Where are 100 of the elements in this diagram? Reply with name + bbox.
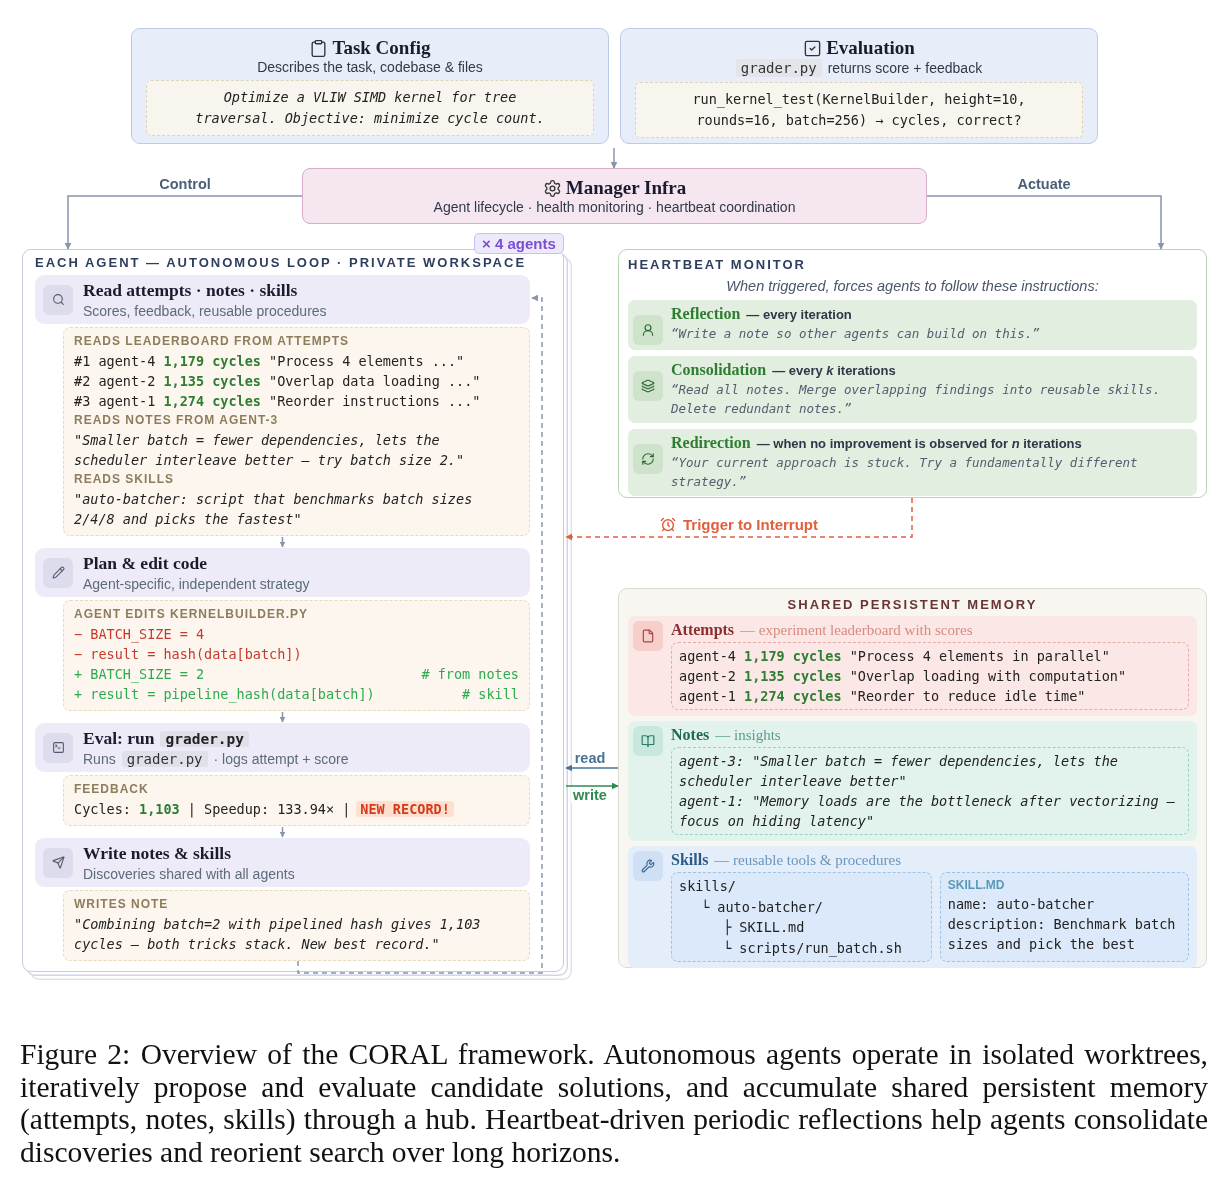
memory-section — [628, 721, 1197, 841]
arrow — [565, 782, 619, 790]
rule-frequency: — every iteration — [746, 307, 852, 322]
edge-label: Control — [157, 176, 213, 192]
rule-title: Consolidation — [671, 361, 767, 379]
section-description: — insights — [715, 727, 781, 744]
step-description: Scores, feedback, reusable procedures — [83, 303, 328, 319]
section-description: — experiment leaderboard with scores — [740, 622, 973, 639]
code-line: Cycles: 1,103 | Speedup: 133.94× | — [74, 800, 351, 819]
step-description: Agent-specific, independent strategy — [83, 576, 311, 592]
panel-heading: EACH AGENT — AUTONOMOUS LOOP · PRIVATE WORKSPACE — [35, 255, 528, 270]
quote-text: agent-1: "Memory loads are the bottleneck after vectorizing — focus on hiding latency" — [679, 792, 1176, 831]
quote-text: “Read all notes. Merge overlapping findings into reusable skills. Delete redundant notes.” — [671, 381, 1162, 418]
step-description: · logs attempt + score — [213, 751, 349, 767]
monitor-panel — [618, 249, 1207, 498]
figure-caption: Figure 2: Overview of the CORAL framework. Autonomous agents operate in isolated worktrees, iteratively propose and evaluate candidate solutions, and accumulate shared persistent memory (attempts, notes, skills) through a hub. Heartbeat-driven periodic reflections help agents consolidate discoveries and reorient search over long horizons. — [20, 1038, 1208, 1168]
code-comment: # skill — [462, 685, 519, 704]
section-label: WRITES NOTE — [74, 896, 170, 913]
detail-box — [63, 890, 530, 961]
memory-panel — [618, 588, 1207, 968]
arrow — [279, 536, 286, 548]
section-label: AGENT EDITS KERNELBUILDER.PY — [74, 606, 309, 623]
added-code-line: + result = pipeline_hash(data[batch]) — [74, 685, 375, 704]
step-box — [35, 275, 530, 324]
quote-text: “Your current approach is stuck. Try a fundamentally different strategy.” — [671, 454, 1139, 491]
dashed-arrow — [297, 294, 543, 974]
quote-text: "Combining batch=2 with pipelined hash gives 1,103 cycles — both tricks stack. New best record." — [74, 915, 482, 954]
panel-heading: HEARTBEAT MONITOR — [628, 257, 807, 272]
code-box — [635, 82, 1083, 138]
code-line: agent-4 1,179 cycles "Process 4 elements in parallel" — [679, 647, 1111, 666]
code-chip: grader.py — [735, 59, 822, 77]
rule-frequency: — when no improvement is observed for n iterations — [756, 436, 1082, 451]
code-box — [939, 872, 1189, 962]
arrow — [610, 147, 618, 169]
step-description: Discoveries shared with all agents — [83, 866, 296, 882]
memory-section — [628, 846, 1197, 968]
section-label: SKILL.MD — [947, 877, 1006, 894]
rule-title: Reflection — [671, 305, 741, 323]
step-title: Read attempts · notes · skills — [83, 280, 299, 301]
step-box — [35, 548, 530, 597]
file-tree-line: ├ SKILL.md — [722, 918, 806, 938]
file-tree-line: └ auto-batcher/ — [700, 897, 824, 917]
quote-text: "auto-batcher: script that benchmarks batch sizes 2/4/8 and picks the fastest" — [74, 490, 474, 529]
record-badge: NEW RECORD! — [356, 801, 454, 817]
removed-code-line: − BATCH_SIZE = 4 — [74, 625, 206, 644]
subtitle: returns score + feedback — [827, 60, 983, 76]
panel-heading: SHARED PERSISTENT MEMORY — [786, 597, 1039, 612]
section-description: — reusable tools & procedures — [714, 852, 901, 869]
code-text: run_kernel_test(KernelBuilder, height=10, rounds=16, batch=256) → cycles, correct? — [691, 90, 1027, 130]
arrow — [279, 711, 286, 723]
code-line: #1 agent-4 1,179 cycles "Process 4 elements ..." — [74, 352, 466, 371]
section-title: Notes — [671, 726, 710, 744]
section-label: FEEDBACK — [74, 781, 150, 798]
code-line: name: auto-batcher — [947, 895, 1096, 914]
rule-title: Redirection — [671, 434, 751, 452]
file-tree-line: skills/ — [679, 877, 737, 896]
section-title: Skills — [671, 851, 709, 869]
heading: Task Config — [332, 37, 431, 59]
step-title: Write notes & skills — [83, 843, 232, 864]
step-title: Plan & edit code — [83, 553, 208, 574]
code-comment: # from notes — [421, 665, 519, 684]
code-box — [671, 747, 1189, 835]
diff-box — [63, 600, 530, 711]
step-box — [35, 838, 530, 887]
dashed-arrow — [565, 497, 913, 541]
heading: Evaluation — [826, 37, 915, 59]
quote-text: agent-3: "Smaller batch = fewer dependencies, lets the scheduler interleave better" — [679, 752, 1119, 791]
evaluation-card — [620, 28, 1098, 144]
step-description: Runs — [83, 751, 116, 767]
removed-code-line: − result = hash(data[batch]) — [74, 645, 303, 664]
step-box — [35, 723, 530, 772]
count-badge: × 4 agents — [474, 233, 564, 254]
added-code-line: + BATCH_SIZE = 2 — [74, 665, 206, 684]
code-line: agent-2 1,135 cycles "Overlap loading with computation" — [679, 667, 1128, 686]
section-label: READS NOTES FROM AGENT-3 — [74, 412, 280, 429]
code-line: #2 agent-2 1,135 cycles "Overlap data loading ..." — [74, 372, 482, 391]
code-line: description: Benchmark batch sizes and pick the best — [947, 915, 1177, 954]
code-line: agent-1 1,274 cycles "Reorder to reduce idle time" — [679, 687, 1087, 706]
arrow — [64, 195, 303, 250]
manager-box — [302, 168, 927, 224]
section-label: READS SKILLS — [74, 471, 175, 488]
code-chip: grader.py — [160, 731, 250, 747]
code-text: Optimize a VLIW SIMD kernel for tree traversal. Objective: minimize cycle count. — [194, 88, 546, 128]
file-tree-box — [671, 872, 932, 962]
rule-frequency: — every k iterations — [772, 363, 896, 378]
code-line: #3 agent-1 1,274 cycles "Reorder instructions ..." — [74, 392, 482, 411]
detail-box — [63, 775, 530, 826]
section-title: Attempts — [671, 621, 735, 639]
arrow — [926, 195, 1165, 250]
arrow — [565, 764, 619, 772]
quote-text: "Smaller batch = fewer dependencies, lets the scheduler interleave better — try batch size 2." — [74, 431, 466, 470]
subtitle: Agent lifecycle · health monitoring · heartbeat coordination — [433, 199, 796, 215]
section-label: READS LEADERBOARD FROM ATTEMPTS — [74, 333, 350, 350]
code-chip: grader.py — [121, 751, 208, 767]
edge-label: write — [571, 787, 609, 803]
quote-text: “Write a note so other agents can build on this.” — [671, 325, 1041, 343]
instruction-text: When triggered, forces agents to follow these instructions: — [725, 278, 1100, 294]
step-title: Eval: run — [83, 728, 155, 749]
subtitle: Describes the task, codebase & files — [256, 59, 484, 75]
heading: Manager Infra — [565, 177, 687, 199]
